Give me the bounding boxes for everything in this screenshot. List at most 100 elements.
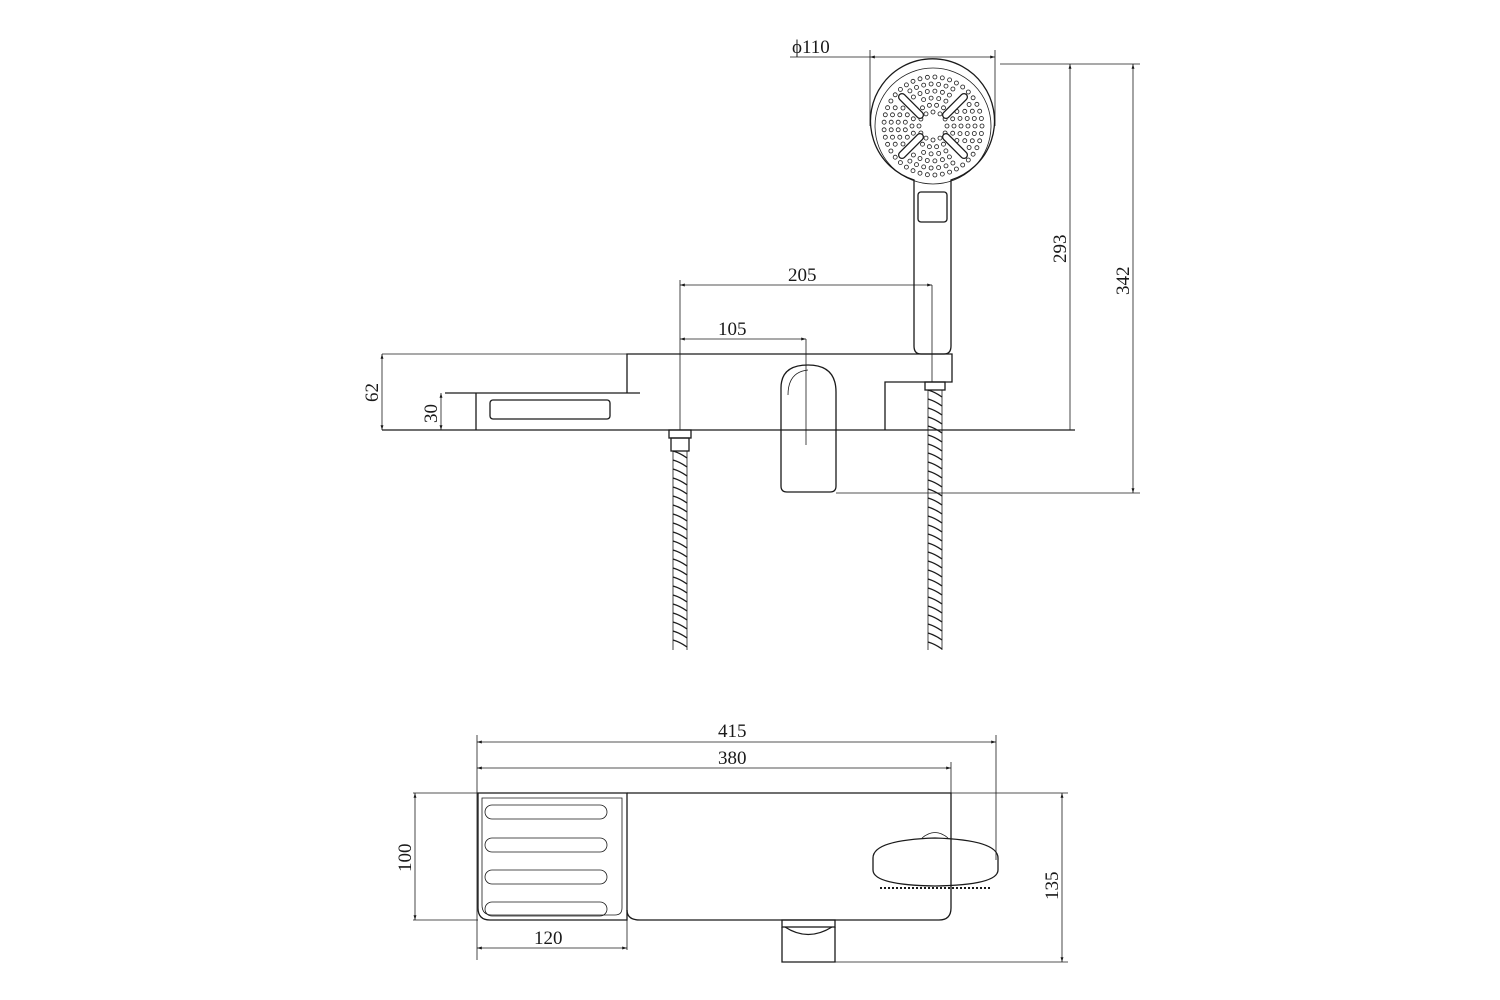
nozzle bbox=[965, 89, 971, 95]
nozzle bbox=[936, 150, 942, 156]
nozzle bbox=[890, 112, 895, 118]
nozzle bbox=[965, 123, 971, 129]
nozzle bbox=[888, 127, 894, 133]
nozzle bbox=[895, 127, 901, 133]
nozzle bbox=[882, 112, 888, 118]
nozzle bbox=[917, 91, 923, 96]
dim-135: 135 bbox=[1042, 872, 1063, 901]
nozzle bbox=[892, 141, 898, 147]
nozzle bbox=[910, 168, 916, 174]
nozzle bbox=[965, 157, 971, 163]
drain-slot bbox=[484, 837, 608, 853]
dim-342: 342 bbox=[1113, 267, 1134, 296]
top-dimension-lines bbox=[413, 735, 1068, 963]
dim-100: 100 bbox=[395, 844, 416, 873]
nozzle bbox=[921, 82, 927, 88]
dim-62: 62 bbox=[362, 383, 383, 402]
nozzle bbox=[927, 144, 932, 150]
nozzle bbox=[957, 131, 963, 137]
nozzle bbox=[950, 116, 956, 122]
nozzle bbox=[966, 102, 972, 107]
nozzle bbox=[909, 123, 915, 129]
nozzle bbox=[902, 127, 908, 133]
dim-293: 293 bbox=[1050, 235, 1071, 264]
nozzle bbox=[930, 109, 936, 115]
nozzle bbox=[910, 130, 916, 136]
nozzle bbox=[911, 152, 916, 158]
nozzle bbox=[947, 154, 952, 160]
nozzle bbox=[936, 82, 941, 87]
nozzle bbox=[932, 172, 938, 178]
nozzle bbox=[898, 160, 903, 166]
nozzle bbox=[925, 172, 930, 178]
nozzle bbox=[928, 81, 934, 87]
nozzle bbox=[890, 134, 895, 140]
nozzle bbox=[921, 164, 927, 170]
nozzle bbox=[958, 123, 964, 129]
nozzle bbox=[930, 137, 936, 143]
nozzle bbox=[951, 123, 957, 129]
drain-slot bbox=[484, 804, 608, 820]
nozzle bbox=[928, 165, 934, 171]
nozzle bbox=[943, 98, 949, 104]
nozzle bbox=[979, 116, 984, 121]
nozzle bbox=[923, 135, 929, 141]
nozzle bbox=[907, 158, 913, 164]
nozzle bbox=[960, 84, 966, 90]
nozzle bbox=[904, 112, 910, 118]
nozzle bbox=[937, 135, 943, 141]
nozzle bbox=[914, 162, 919, 168]
nozzle bbox=[950, 86, 956, 92]
nozzle bbox=[964, 116, 970, 121]
dim-120: 120 bbox=[534, 928, 563, 949]
nozzle bbox=[969, 108, 975, 114]
nozzle bbox=[971, 131, 977, 136]
lever-handle bbox=[780, 364, 837, 493]
nozzle bbox=[936, 165, 941, 171]
nozzle bbox=[881, 127, 887, 133]
nozzle bbox=[943, 163, 949, 169]
nozzle bbox=[898, 87, 903, 92]
nozzle bbox=[881, 119, 887, 125]
nozzle bbox=[939, 171, 945, 177]
mixer-body bbox=[382, 353, 1075, 493]
nozzle bbox=[892, 105, 898, 111]
nozzle bbox=[897, 134, 903, 140]
hand-shower bbox=[869, 58, 996, 355]
nozzle bbox=[911, 94, 916, 100]
nozzle bbox=[932, 74, 938, 80]
nozzle bbox=[920, 141, 925, 147]
nozzle bbox=[897, 112, 903, 118]
nozzle bbox=[934, 144, 939, 150]
nozzle bbox=[950, 130, 956, 136]
nozzle bbox=[979, 131, 984, 136]
dim-30: 30 bbox=[421, 404, 442, 423]
hose-right bbox=[924, 381, 946, 650]
drain-slot bbox=[484, 869, 608, 885]
nozzle bbox=[888, 148, 894, 154]
nozzle bbox=[900, 105, 906, 111]
nozzle bbox=[971, 116, 977, 121]
nozzle bbox=[941, 141, 946, 147]
nozzle bbox=[947, 169, 952, 175]
nozzle bbox=[972, 123, 978, 129]
nozzle bbox=[914, 85, 919, 90]
nozzle bbox=[892, 92, 898, 98]
nozzle bbox=[888, 119, 894, 125]
nozzle bbox=[916, 123, 922, 129]
nozzle bbox=[921, 149, 926, 155]
nozzle bbox=[940, 89, 945, 95]
nozzle bbox=[917, 170, 923, 176]
nozzle bbox=[920, 105, 925, 111]
nozzle bbox=[969, 138, 975, 144]
nozzle bbox=[960, 162, 966, 168]
nozzle bbox=[939, 75, 945, 81]
drain-slot bbox=[484, 901, 608, 917]
nozzle bbox=[950, 160, 956, 166]
nozzle bbox=[940, 157, 945, 163]
nozzle bbox=[923, 111, 929, 117]
mode-button bbox=[917, 191, 948, 223]
front-dimension-lines bbox=[380, 50, 1140, 494]
top-view: 415 380 120 100 135 bbox=[395, 721, 1068, 963]
nozzle bbox=[962, 108, 968, 114]
